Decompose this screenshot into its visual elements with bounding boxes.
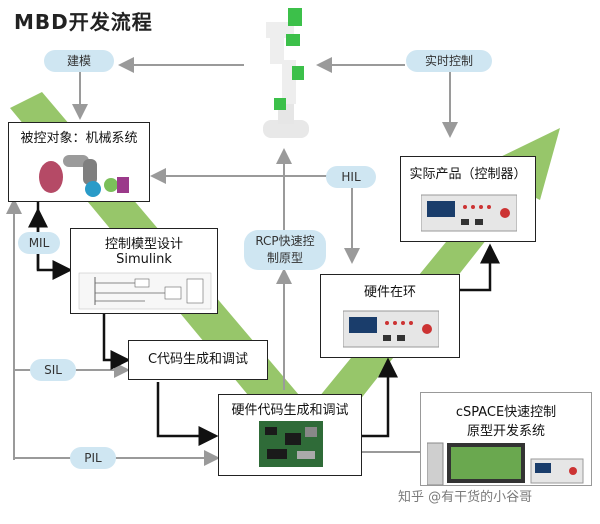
cspace-title-line2: 原型开发系统	[466, 424, 545, 439]
model-design-box: 控制模型设计 Simulink	[70, 228, 218, 314]
cspace-box: cSPACE快速控制 原型开发系统	[420, 392, 592, 486]
modeling-label: 建模	[44, 50, 114, 72]
c-code-title: C代码生成和调试	[147, 352, 249, 367]
hil-label: HIL	[326, 166, 376, 188]
c-code-box: C代码生成和调试	[128, 340, 268, 380]
sil-label: SIL	[30, 359, 76, 381]
mechanism-illustration	[39, 155, 129, 197]
hw-code-title: 硬件代码生成和调试	[231, 403, 349, 418]
arrow-hw-to-hilbox	[362, 357, 398, 438]
model-design-title: 控制模型设计	[104, 237, 183, 252]
mil-label: MIL	[18, 232, 60, 254]
page-title: MBD开发流程	[14, 10, 153, 34]
product-title: 实际产品（控制器）	[409, 167, 527, 182]
hil-box: 硬件在环	[320, 274, 460, 358]
arrow-hilbox-to-product	[460, 243, 500, 292]
circuit-board-illustration	[259, 421, 323, 467]
pil-label: PIL	[70, 447, 116, 469]
hil-device-illustration	[343, 310, 439, 348]
plant-box: 被控对象：机械系统	[8, 122, 150, 202]
model-design-subtitle: Simulink	[116, 252, 172, 267]
controller-device-illustration	[421, 194, 517, 232]
hil-box-title: 硬件在环	[363, 285, 416, 300]
arrow-c-to-hw	[156, 382, 219, 446]
cspace-system-illustration	[427, 442, 584, 485]
watermark: 知乎 @有干货的小谷哥	[398, 490, 533, 505]
rcp-label-line1: RCP快速控	[255, 234, 315, 248]
arrow-model-to-c	[102, 314, 131, 370]
realtime-label: 实时控制	[406, 50, 492, 72]
rcp-label: RCP快速控 制原型	[244, 230, 326, 270]
simulink-diagram-illustration	[78, 272, 212, 310]
product-box: 实际产品（控制器）	[400, 156, 536, 242]
cspace-title-line1: cSPACE快速控制	[455, 405, 557, 420]
rcp-label-line2: 制原型	[266, 251, 303, 265]
hw-code-box: 硬件代码生成和调试	[218, 394, 362, 476]
plant-title: 被控对象：机械系统	[20, 131, 138, 146]
robot-arm-illustration	[263, 8, 309, 138]
